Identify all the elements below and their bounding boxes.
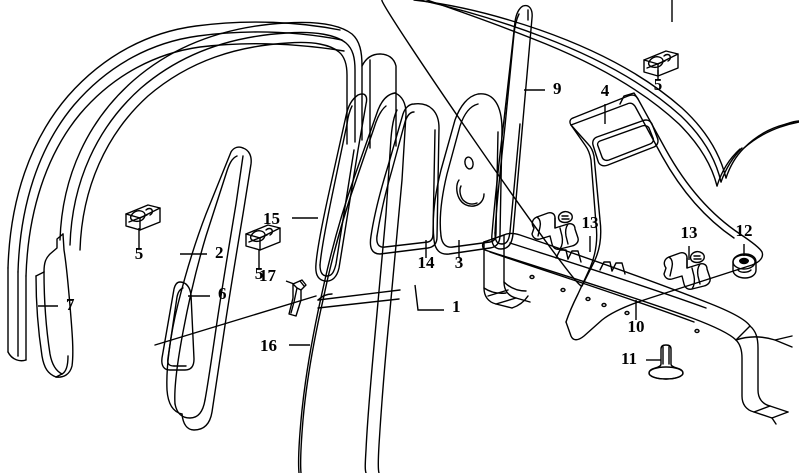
callout-13-left: 13 xyxy=(582,213,599,232)
part-5-clip-left xyxy=(125,204,161,231)
part-16-trim-edge-strip xyxy=(154,295,317,346)
roof-rail-seal-right xyxy=(413,0,799,187)
part-2-b-pillar-upper-trim xyxy=(166,146,252,431)
callout-5-top-right: 5 xyxy=(654,75,663,94)
part-1-b-pillar-lower-trim xyxy=(297,92,407,473)
callout-5-left: 5 xyxy=(135,244,144,263)
callout-2: 2 xyxy=(215,243,224,262)
callout-7: 7 xyxy=(66,295,75,314)
callout-numbers: 1 2 3 4 5 5 5 6 7 9 10 11 12 13 13 14 15… xyxy=(66,75,753,368)
callout-16: 16 xyxy=(260,336,277,355)
part-5-clip-top-right xyxy=(643,50,679,77)
callout-10: 10 xyxy=(628,317,645,336)
callout-4: 4 xyxy=(601,81,610,100)
callout-9: 9 xyxy=(553,79,562,98)
roof-rail-seal-upper xyxy=(59,21,397,251)
callout-3: 3 xyxy=(455,253,464,272)
part-10-sill-trim-rail xyxy=(481,232,793,425)
callout-11: 11 xyxy=(621,349,637,368)
callout-14: 14 xyxy=(418,253,436,272)
part-5-clip-middle xyxy=(245,224,281,251)
callout-5-middle: 5 xyxy=(255,264,264,283)
callout-leaders xyxy=(38,0,745,361)
callout-13-right: 13 xyxy=(681,223,698,242)
part-10-sill-rail-left-end xyxy=(483,234,531,309)
callout-1: 1 xyxy=(452,297,461,316)
callout-12: 12 xyxy=(736,221,753,240)
part-13-clip-left xyxy=(531,210,579,250)
callout-15: 15 xyxy=(263,209,280,228)
callout-6: 6 xyxy=(218,284,227,303)
part-4-c-pillar-trim-panel xyxy=(381,0,764,341)
part-7-door-frame-seal-strip xyxy=(7,21,345,362)
part-11-expanding-rivet xyxy=(648,344,684,380)
part-13-clip-right xyxy=(663,250,711,290)
part-6-triangular-trim-cover xyxy=(161,281,195,371)
callout-17: 17 xyxy=(259,266,277,285)
part-7-seal-inner-segment xyxy=(35,233,74,378)
